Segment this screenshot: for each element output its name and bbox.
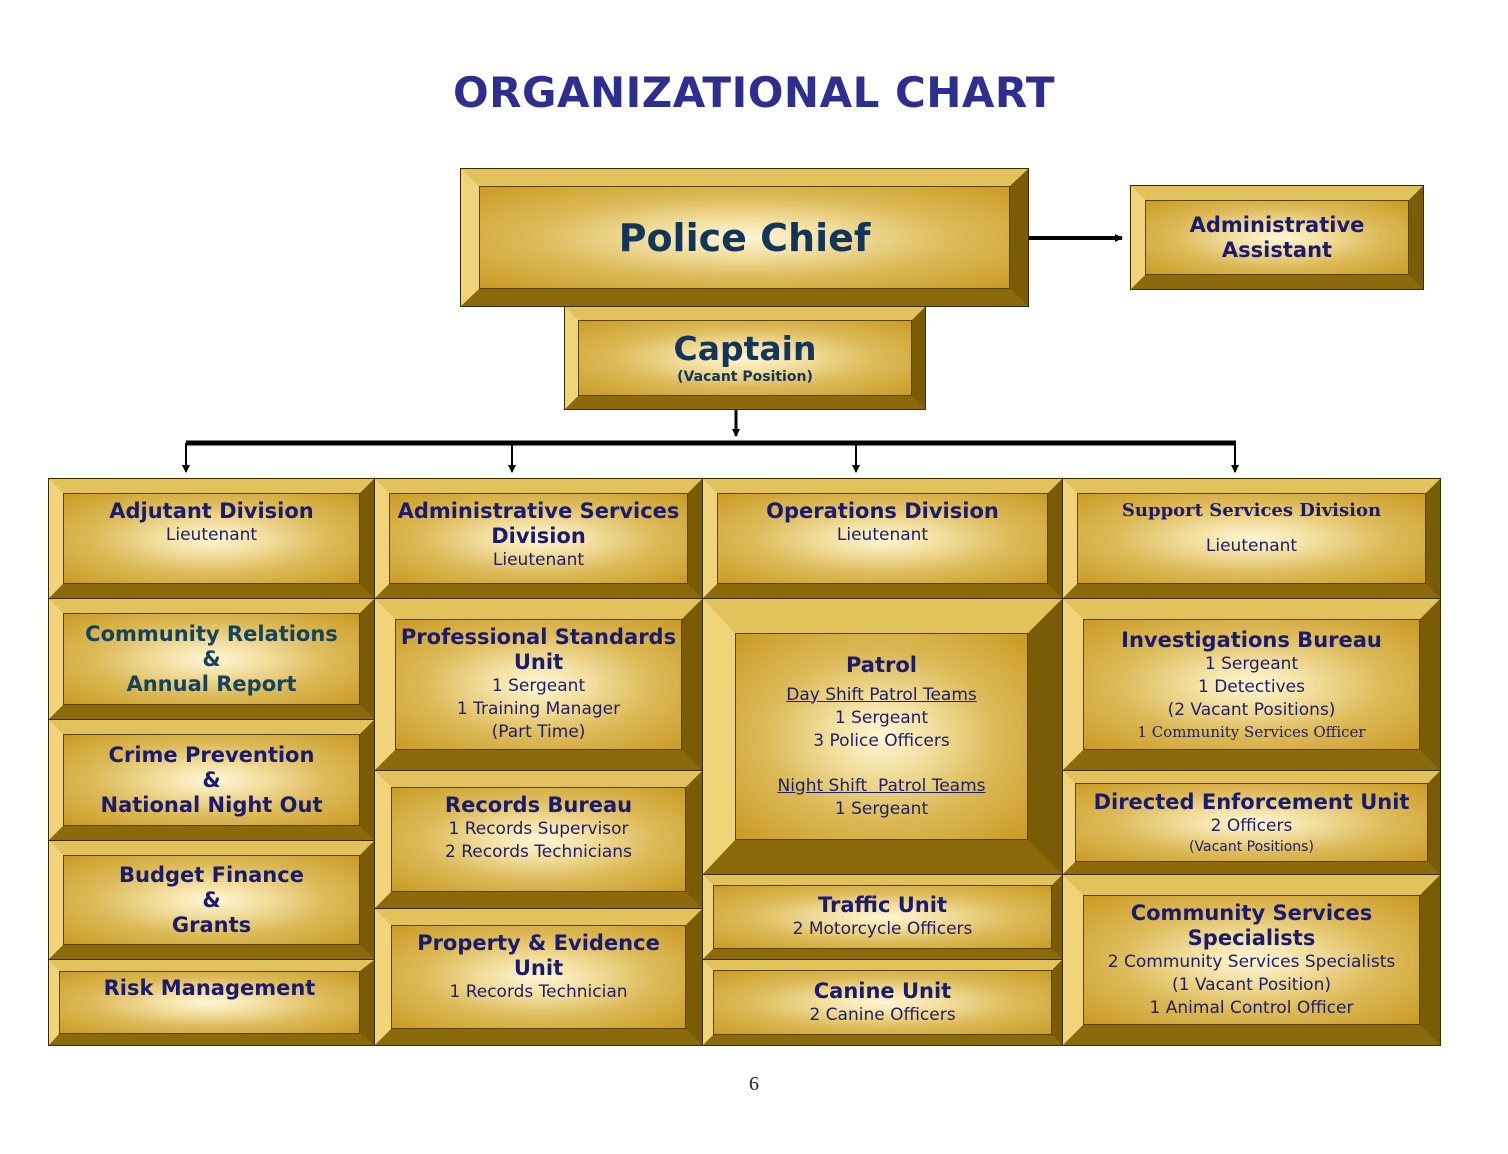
captain-note: (Vacant Position) bbox=[677, 369, 813, 385]
directed-enforcement-box: Directed Enforcement Unit 2 Officers (Va… bbox=[1063, 771, 1440, 874]
community-relations-l3: Annual Report bbox=[126, 671, 297, 696]
directed-s2: (Vacant Positions) bbox=[1189, 838, 1314, 855]
standards-s2: 1 Training Manager bbox=[456, 699, 621, 719]
canine-s1: 2 Canine Officers bbox=[809, 1004, 956, 1025]
standards-l1: Professional Standards bbox=[400, 625, 677, 649]
patrol-night-heading: Night Shift Patrol Teams bbox=[777, 775, 986, 796]
administrative-assistant-box: Administrative Assistant bbox=[1131, 186, 1423, 289]
captain-box: Captain (Vacant Position) bbox=[565, 307, 925, 409]
budget-finance-l1: Budget Finance bbox=[119, 862, 304, 887]
community-relations-l1: Community Relations bbox=[85, 621, 338, 646]
admin-services-l1: Administrative Services bbox=[397, 499, 680, 523]
support-title: Support Services Division bbox=[1121, 500, 1382, 521]
risk-management-l1: Risk Management bbox=[103, 976, 316, 1000]
assistant-line2: Assistant bbox=[1221, 237, 1333, 262]
community-relations-l2: & bbox=[202, 646, 221, 671]
investigations-s4: 1 Community Services Officer bbox=[1137, 722, 1366, 741]
operations-division-box: Operations Division Lieutenant bbox=[703, 479, 1062, 598]
page-title: ORGANIZATIONAL CHART bbox=[452, 68, 1056, 117]
traffic-s1: 2 Motorcycle Officers bbox=[792, 919, 973, 939]
investigations-l1: Investigations Bureau bbox=[1121, 627, 1382, 652]
investigations-s3: (2 Vacant Positions) bbox=[1167, 699, 1336, 720]
property-l1: Property & Evidence Unit bbox=[417, 931, 660, 980]
patrol-night-s1: 1 Sergeant bbox=[834, 798, 929, 819]
investigations-bureau-box: Investigations Bureau 1 Sergeant 1 Detec… bbox=[1063, 599, 1440, 770]
standards-s3: (Part Time) bbox=[491, 722, 586, 742]
investigations-s1: 1 Sergeant bbox=[1204, 653, 1299, 674]
investigations-s2: 1 Detectives bbox=[1197, 676, 1305, 697]
patrol-day-s1: 1 Sergeant bbox=[834, 707, 929, 728]
standards-l2: Unit bbox=[513, 650, 564, 674]
canine-unit-box: Canine Unit 2 Canine Officers bbox=[703, 960, 1062, 1045]
directed-l1: Directed Enforcement Unit bbox=[1093, 789, 1410, 814]
community-services-specialists-box: Community Services Specialists 2 Communi… bbox=[1063, 875, 1440, 1045]
directed-s1: 2 Officers bbox=[1210, 815, 1293, 836]
budget-finance-l3: Grants bbox=[171, 912, 252, 937]
property-evidence-box: Property & Evidence Unit 1 Records Techn… bbox=[375, 909, 702, 1045]
patrol-day-heading: Day Shift Patrol Teams bbox=[786, 684, 977, 705]
budget-finance-l2: & bbox=[202, 887, 221, 912]
patrol-day-s2: 3 Police Officers bbox=[813, 730, 950, 751]
support-services-division-box: Support Services Division Lieutenant bbox=[1063, 479, 1440, 598]
page-number: 6 bbox=[749, 1073, 759, 1095]
crime-prevention-box: Crime Prevention & National Night Out bbox=[49, 720, 374, 840]
crime-prevention-l3: National Night Out bbox=[100, 792, 323, 817]
patrol-title: Patrol bbox=[845, 652, 918, 677]
records-s2: 2 Records Technicians bbox=[445, 842, 632, 862]
csspec-s1: 2 Community Services Specialists bbox=[1107, 951, 1396, 972]
records-s1: 1 Records Supervisor bbox=[448, 819, 629, 839]
adjutant-title: Adjutant Division bbox=[109, 499, 314, 523]
police-chief-box: Police Chief bbox=[461, 169, 1028, 306]
traffic-unit-box: Traffic Unit 2 Motorcycle Officers bbox=[703, 875, 1062, 959]
admin-services-l2: Division bbox=[491, 524, 586, 548]
csspec-s2: (1 Vacant Position) bbox=[1171, 974, 1331, 995]
assistant-line1: Administrative bbox=[1189, 212, 1365, 237]
patrol-box: Patrol Day Shift Patrol Teams 1 Sergeant… bbox=[703, 599, 1062, 874]
budget-finance-box: Budget Finance & Grants bbox=[49, 841, 374, 959]
community-relations-box: Community Relations & Annual Report bbox=[49, 599, 374, 719]
captain-label: Captain bbox=[673, 329, 817, 368]
standards-s1: 1 Sergeant bbox=[491, 676, 586, 696]
canine-l1: Canine Unit bbox=[813, 978, 952, 1003]
professional-standards-box: Professional Standards Unit 1 Sergeant 1… bbox=[375, 599, 702, 770]
support-rank: Lieutenant bbox=[1205, 536, 1298, 556]
adjutant-division-box: Adjutant Division Lieutenant bbox=[49, 479, 374, 598]
adjutant-rank: Lieutenant bbox=[165, 525, 258, 545]
admin-services-division-box: Administrative Services Division Lieuten… bbox=[375, 479, 702, 598]
operations-rank: Lieutenant bbox=[836, 525, 929, 545]
records-bureau-box: Records Bureau 1 Records Supervisor 2 Re… bbox=[375, 771, 702, 908]
crime-prevention-l2: & bbox=[202, 767, 221, 792]
csspec-s3: 1 Animal Control Officer bbox=[1149, 997, 1354, 1018]
police-chief-label: Police Chief bbox=[618, 215, 871, 260]
risk-management-box: Risk Management bbox=[49, 960, 374, 1045]
property-s1: 1 Records Technician bbox=[449, 982, 628, 1002]
csspec-l1: Community Services bbox=[1130, 900, 1373, 925]
traffic-l1: Traffic Unit bbox=[818, 893, 947, 917]
records-l1: Records Bureau bbox=[444, 793, 633, 817]
admin-services-rank: Lieutenant bbox=[492, 550, 585, 570]
crime-prevention-l1: Crime Prevention bbox=[108, 742, 315, 767]
operations-title: Operations Division bbox=[766, 499, 999, 523]
csspec-l2: Specialists bbox=[1187, 925, 1316, 950]
